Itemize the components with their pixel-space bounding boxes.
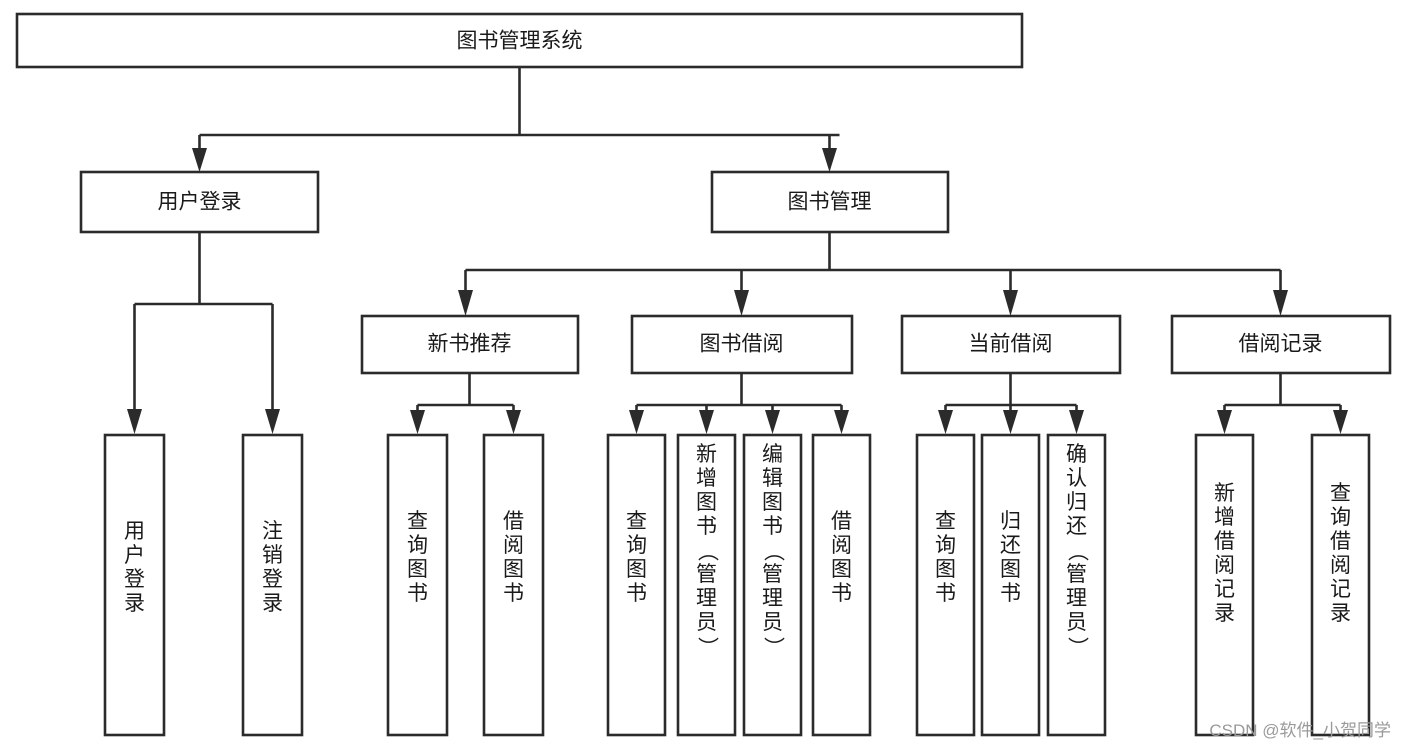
leaf-box-borrow-3[interactable] <box>811 433 872 737</box>
leaf-box-user-login-1[interactable] <box>241 433 304 737</box>
connector-borrow-branch <box>629 373 849 434</box>
connector-record-branch <box>1217 373 1348 434</box>
leaf-box-borrow-2[interactable] <box>742 433 803 737</box>
leaf-box-record-0[interactable] <box>1194 433 1255 737</box>
leaf-box-current-0[interactable] <box>915 433 976 737</box>
leaf-box-new-book-1[interactable] <box>482 433 545 737</box>
node-root-box[interactable] <box>15 12 1024 69</box>
node-new-book-label: 新书推荐 <box>428 333 512 356</box>
node-record-box[interactable] <box>1170 314 1392 375</box>
node-book-mgmt-box[interactable] <box>710 170 950 234</box>
leaf-box-current-1[interactable] <box>980 433 1041 737</box>
leaf-box-user-login-0[interactable] <box>103 433 166 737</box>
node-new-book-box[interactable] <box>360 314 580 375</box>
node-user-login-label: 用户登录 <box>158 191 242 214</box>
node-borrow-label: 图书借阅 <box>700 333 784 356</box>
leaf-box-record-1[interactable] <box>1310 433 1371 737</box>
leaf-box-new-book-0[interactable] <box>386 433 449 737</box>
leaf-box-current-2[interactable] <box>1046 433 1107 737</box>
connector-book-mgmt-branch <box>458 232 1288 316</box>
leaf-box-borrow-1[interactable] <box>676 433 737 737</box>
connector-current-branch <box>938 373 1084 434</box>
node-user-login-box[interactable] <box>79 170 320 234</box>
node-borrow-box[interactable] <box>630 314 854 375</box>
node-current-box[interactable] <box>900 314 1122 375</box>
node-root-label: 图书管理系统 <box>457 30 583 53</box>
node-current-label: 当前借阅 <box>969 333 1053 356</box>
connector-root-trunk <box>192 67 840 172</box>
node-book-mgmt-label: 图书管理 <box>788 191 872 214</box>
connector-user-login-branch <box>127 232 280 434</box>
node-record-label: 借阅记录 <box>1239 333 1323 356</box>
leaf-box-borrow-0[interactable] <box>606 433 667 737</box>
connector-new-book-branch <box>410 373 521 434</box>
